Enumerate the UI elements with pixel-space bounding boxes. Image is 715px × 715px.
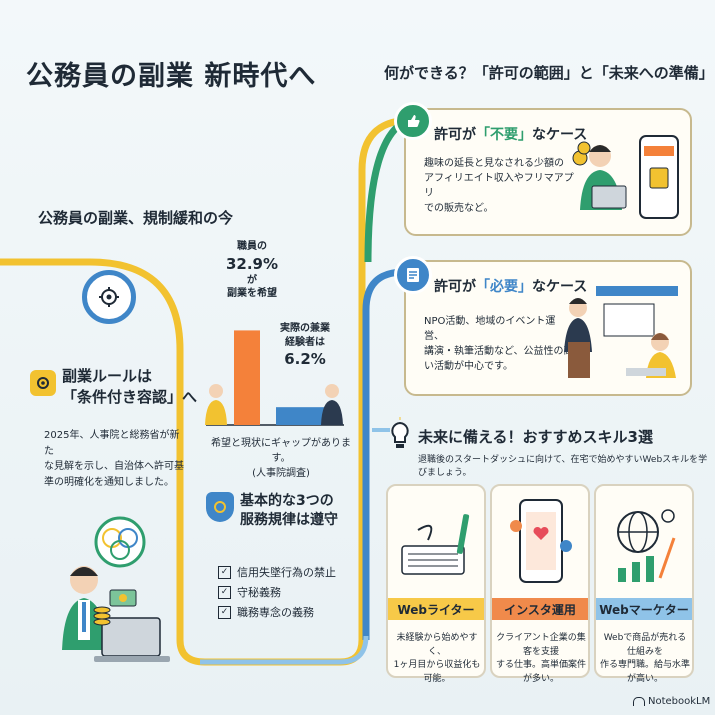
person-hope-figure bbox=[205, 384, 227, 425]
keyboard-pen-icon bbox=[401, 514, 470, 575]
title-prefix: 許可が bbox=[434, 279, 476, 295]
case-unneeded-title: 許可が「不要」なケース bbox=[434, 124, 587, 144]
rule-item-label: 職務専念の義務 bbox=[237, 606, 314, 619]
title-key: 「不要」 bbox=[476, 127, 532, 143]
desc-line: Webで商品が売れる仕組みを bbox=[603, 633, 687, 657]
worker-with-laptop-illustration bbox=[62, 516, 170, 662]
page-title: 公務員の副業 新時代へ bbox=[26, 61, 317, 92]
case-needed-text: NPO活動、地域のイベント運営、 講演・執筆活動など、公益性の高 い活動が中心で… bbox=[424, 314, 574, 374]
title-prefix: 許可が bbox=[434, 127, 476, 143]
text-line: い活動が中心です。 bbox=[424, 361, 513, 372]
skill-desc: Webで商品が売れる仕組みを 作る専門職。給与水準が高い。 bbox=[600, 632, 690, 686]
actual-label: 実際の兼業 経験者は 6.2% bbox=[270, 322, 340, 369]
skill-desc: クライアント企業の集客を支援 する仕事。高単価案件が多い。 bbox=[496, 632, 586, 686]
title-key: 「必要」 bbox=[476, 279, 532, 295]
lightbulb-icon bbox=[388, 417, 412, 458]
hope-label: 職員の 32.9%が 副業を希望 bbox=[222, 240, 282, 301]
section-heading-deregulation: 公務員の副業、規制緩和の今 bbox=[38, 209, 234, 227]
actual-label-line2: 経験者は bbox=[285, 336, 325, 348]
desc-line: クライアント企業の集客を支援 bbox=[496, 633, 586, 657]
rule-item: ✓ 守秘義務 bbox=[218, 584, 336, 600]
gap-caption-line1: 希望と現状にギャップがあります。 bbox=[211, 438, 351, 464]
text-line: アフィリエイト収入やフリマアプリ bbox=[424, 173, 574, 199]
rule-item-label: 信用失墜行為の禁止 bbox=[237, 566, 336, 579]
page-subtitle: 何ができる？「許可の範囲」と「未来への準備」 bbox=[384, 64, 714, 82]
smartphone-heart-icon bbox=[510, 499, 572, 583]
hope-label-line3: 副業を希望 bbox=[227, 288, 277, 300]
hope-suffix: が bbox=[247, 274, 257, 286]
brand-text: NotebookLM bbox=[648, 696, 711, 707]
rules-checklist: ✓ 信用失墜行為の禁止 ✓ 守秘義務 ✓ 職務専念の義務 bbox=[218, 560, 336, 624]
skill-name: Webライター bbox=[388, 598, 484, 620]
bar-actual bbox=[276, 407, 324, 425]
checkbox-icon: ✓ bbox=[218, 585, 231, 599]
text-line: NPO活動、地域のイベント運営、 bbox=[424, 316, 556, 342]
rules-title-line2: 服務規律は遵守 bbox=[240, 511, 338, 528]
text-line: 講演・執筆活動など、公益性の高 bbox=[424, 346, 574, 357]
future-subtitle: 退職後のスタートダッシュに向けて、在宅で始めやすいWebスキルを学びましょう。 bbox=[418, 455, 708, 478]
person-actual-figure bbox=[321, 384, 343, 425]
rule-title-line1: 副業ルールは bbox=[62, 367, 153, 385]
case-unneeded-card: 許可が「不要」なケース 趣味の延長と見なされる少額の アフィリエイト収入やフリマ… bbox=[404, 108, 692, 236]
rule-item: ✓ 職務専念の義務 bbox=[218, 604, 336, 620]
document-icon bbox=[394, 256, 432, 294]
rule-text-line: 2025年、人事院と総務省が新た bbox=[44, 430, 180, 457]
globe-growth-icon bbox=[617, 509, 676, 582]
desc-line: 未経験から始めやすく、 bbox=[396, 633, 478, 657]
case-needed-title: 許可が「必要」なケース bbox=[434, 276, 587, 296]
rule-text-line: 準の明確化を通知しました。 bbox=[44, 476, 174, 488]
text-line: 趣味の延長と見なされる少額の bbox=[424, 158, 564, 169]
rule-text-line: な見解を示し、自治体へ許可基 bbox=[44, 461, 184, 472]
thumbs-up-icon bbox=[394, 102, 432, 140]
skill-desc: 未経験から始めやすく、 1ヶ月目から収益化も可能。 bbox=[392, 632, 482, 686]
desc-line: 1ヶ月目から収益化も可能。 bbox=[393, 660, 481, 684]
lightblue-path bbox=[200, 635, 369, 665]
gap-bar-chart bbox=[205, 330, 344, 426]
notebooklm-badge: NotebookLM bbox=[633, 696, 710, 707]
actual-label-line1: 実際の兼業 bbox=[280, 323, 330, 334]
future-title: 未来に備える！おすすめスキル3選 bbox=[418, 428, 653, 446]
checkbox-icon: ✓ bbox=[218, 605, 231, 619]
hope-label-line1: 職員の bbox=[237, 241, 267, 252]
gear-cycle-icon bbox=[82, 270, 136, 324]
rule-text: 2025年、人事院と総務省が新た な見解を示し、自治体へ許可基 準の明確化を通知… bbox=[44, 428, 184, 490]
rule-title: 副業ルールは 「条件付き容認」へ bbox=[62, 366, 197, 408]
rule-item-label: 守秘義務 bbox=[237, 586, 281, 599]
shield-icon bbox=[206, 492, 234, 522]
rule-item: ✓ 信用失墜行為の禁止 bbox=[218, 564, 336, 580]
lecture-activity-illustration bbox=[564, 286, 678, 378]
rule-title-line2: 「条件付き容認」へ bbox=[62, 388, 198, 406]
text-line: での販売など。 bbox=[424, 203, 494, 214]
case-needed-card: 許可が「必要」なケース NPO活動、地域のイベント運営、 講演・執筆活動など、公… bbox=[404, 260, 692, 396]
gap-caption: 希望と現状にギャップがあります。 (人事院調査) bbox=[206, 436, 356, 481]
gears-icon bbox=[30, 370, 56, 396]
skill-card-instagram: インスタ運用 クライアント企業の集客を支援 する仕事。高単価案件が多い。 bbox=[490, 484, 590, 684]
hope-value: 32.9% bbox=[225, 254, 279, 273]
desc-line: 作る専門職。給与水準が高い。 bbox=[600, 660, 691, 684]
rules-title: 基本的な3つの 服務規律は遵守 bbox=[240, 492, 338, 530]
skill-name: インスタ運用 bbox=[492, 598, 588, 620]
actual-value: 6.2% bbox=[284, 350, 326, 368]
checkbox-icon: ✓ bbox=[218, 565, 231, 579]
shop-laptop-illustration bbox=[572, 135, 679, 219]
desc-line: する仕事。高単価案件が多い。 bbox=[496, 660, 587, 684]
notebooklm-logo-icon bbox=[633, 697, 645, 706]
title-suffix: なケース bbox=[532, 127, 588, 143]
skill-card-web-writer: Webライター 未経験から始めやすく、 1ヶ月目から収益化も可能。 bbox=[386, 484, 486, 684]
title-suffix: なケース bbox=[532, 279, 588, 295]
bar-hope bbox=[234, 330, 260, 425]
case-unneeded-text: 趣味の延長と見なされる少額の アフィリエイト収入やフリマアプリ での販売など。 bbox=[424, 156, 574, 216]
gap-caption-line2: (人事院調査) bbox=[252, 468, 310, 479]
skill-name: Webマーケター bbox=[596, 598, 692, 620]
rules-title-line1: 基本的な3つの bbox=[240, 493, 334, 509]
skill-card-web-marketer: Webマーケター Webで商品が売れる仕組みを 作る専門職。給与水準が高い。 bbox=[594, 484, 694, 684]
